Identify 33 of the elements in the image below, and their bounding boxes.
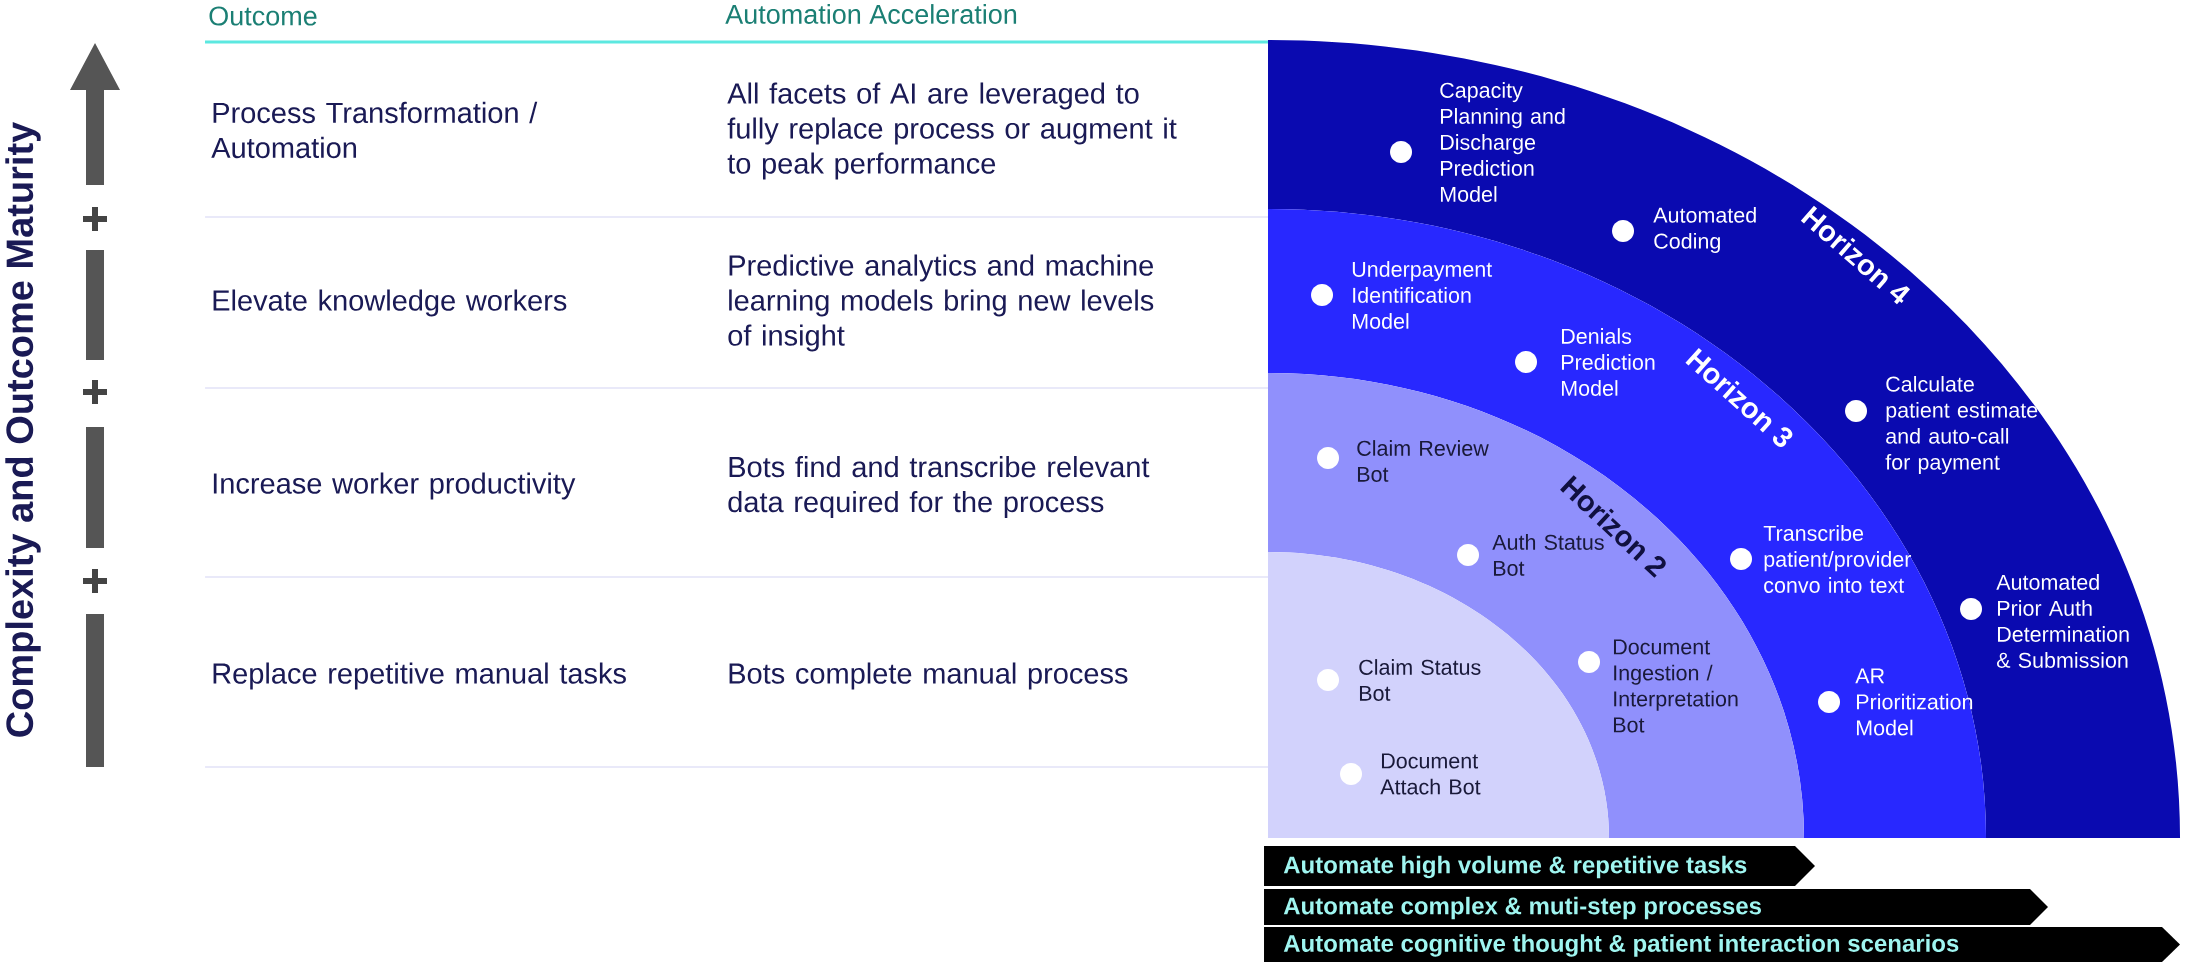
node-label: Document Attach Bot — [1380, 753, 1481, 795]
node-label: Automate complex & muti-step processes — [1283, 896, 1761, 920]
outcome-text: Replace repetitive manual tasks — [213, 662, 626, 690]
description-text: Bots complete manual process — [729, 662, 1128, 690]
column-header: Automation Acceleration — [725, 4, 1017, 24]
bullet-item: Capacity Planning and Discharge Prediction Model — [1390, 82, 1565, 202]
outcome-text: Elevate knowledge workers — [213, 289, 567, 317]
description-text: Bots find and transcribe relevant data required for the process — [728, 456, 1150, 518]
chevron-banner: Automate high volume & repetitive tasks — [1264, 846, 1816, 886]
outcome-text: Process Transformation / Automation — [211, 101, 538, 159]
axis-title: Complexity and Outcome Maturity — [5, 121, 41, 737]
bullet-item: AR Prioritization Model — [1818, 668, 1973, 736]
bullet-item: Claim Review Bot — [1317, 440, 1489, 482]
node-label: Capacity Planning and Discharge Prediction Model — [1440, 82, 1565, 202]
node-label: AR Prioritization Model — [1855, 668, 1973, 736]
node-label: Document Ingestion / Interpretation Bot — [1613, 639, 1738, 733]
bullet-item: Claim Status Bot — [1317, 659, 1481, 701]
column-header: Outcome — [209, 6, 317, 26]
bullet-item: Underpayment Identification Model — [1311, 261, 1493, 329]
bullet-item: Automated Coding — [1612, 206, 1756, 253]
bullet-item: Document Attach Bot — [1340, 753, 1481, 795]
node-label: Claim Status Bot — [1359, 659, 1481, 701]
node-label: Underpayment Identification Model — [1352, 261, 1493, 329]
description-text: All facets of AI are leveraged to fully replace process or augment it to peak performance — [727, 82, 1177, 180]
node-label: Automate cognitive thought & patient interaction scenarios — [1283, 934, 1959, 957]
chevron-banner: Automate cognitive thought & patient interaction scenarios — [1264, 927, 2181, 962]
node-label: Automated Coding — [1653, 206, 1756, 254]
node-label: Claim Review Bot — [1357, 440, 1489, 482]
chevron-banner: Automate complex & muti-step processes — [1264, 889, 2049, 925]
node-label: Automated Prior Auth Determination & Submission — [1996, 574, 2129, 668]
bullet-item: Document Ingestion / Interpretation Bot — [1578, 639, 1738, 733]
outcome-text: Increase worker productivity — [213, 472, 576, 500]
description-text: Predictive analytics and machine learning models bring new levels of insight — [728, 254, 1154, 352]
